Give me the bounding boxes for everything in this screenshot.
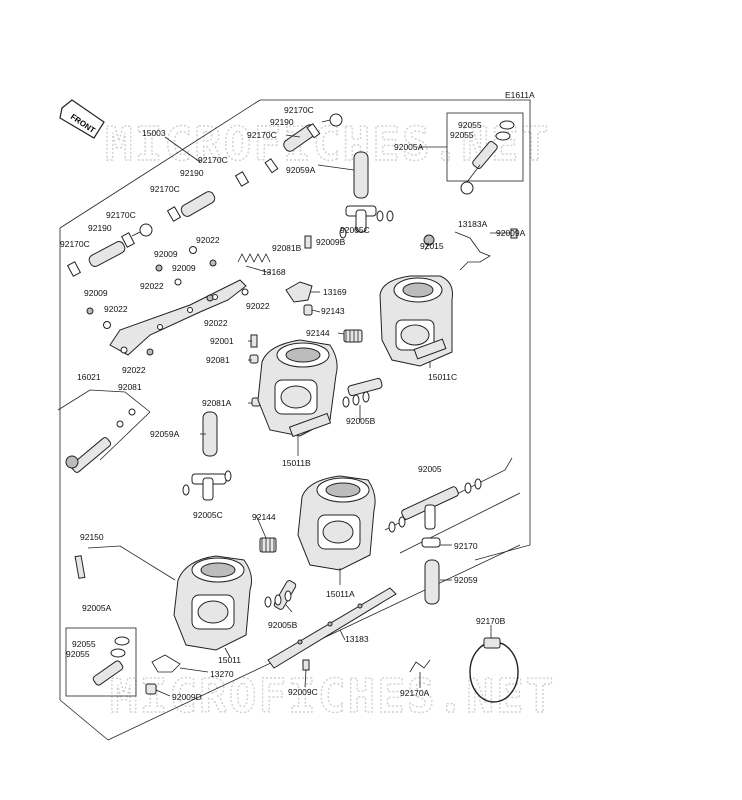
bracket-13270 [145, 654, 310, 695]
label-92009b: 92009B [316, 237, 346, 247]
label-92170: 92170 [454, 541, 478, 551]
label-92081-2: 92081 [118, 382, 142, 392]
fuel-hose-upper-left [66, 223, 153, 277]
label-92055-1: 92055 [458, 120, 482, 130]
carburetor-15011b [257, 339, 338, 438]
label-92005a-2: 92005A [82, 603, 112, 613]
label-92005a-1: 92005A [394, 142, 424, 152]
fitting-box-top [446, 112, 524, 183]
label-13183: 13183 [345, 634, 369, 644]
fitting-92005b-upper [342, 377, 383, 408]
linkage-bar-13183 [267, 587, 397, 669]
label-15003: 15003 [142, 128, 166, 138]
label-92005c-2: 92005C [193, 510, 223, 520]
label-92009d: 92009D [172, 692, 202, 702]
diagram-code: E1611A [505, 90, 535, 100]
label-92009c: 92009C [288, 687, 318, 697]
label-92170c-6: 92170C [60, 239, 90, 249]
label-92170a: 92170A [400, 688, 430, 698]
label-92059a-1: 92059A [286, 165, 316, 175]
front-arrow-icon: FRONT [59, 99, 105, 139]
label-92001: 92001 [210, 336, 234, 346]
label-92144-1: 92144 [306, 328, 330, 338]
spring-92144-lower [259, 537, 277, 553]
fuel-hose-upper-middle [166, 171, 250, 222]
fitting-box-bottom [65, 627, 137, 697]
label-13168: 13168 [262, 267, 286, 277]
label-92170c-5: 92170C [106, 210, 136, 220]
label-15011: 15011 [218, 655, 241, 665]
label-92059a-2: 92059A [150, 429, 180, 439]
carburetor-15011 [173, 555, 252, 651]
label-92009-3: 92009 [84, 288, 108, 298]
label-92009-1: 92009 [154, 249, 178, 259]
label-92005c-1: 92005C [340, 225, 370, 235]
label-92059: 92059 [454, 575, 478, 585]
spring-92081b [237, 253, 271, 263]
part-labels: 15003 92170C 92190 92170C 92170C 92190 9… [60, 105, 526, 702]
label-16021: 16021 [77, 372, 101, 382]
label-92170c-1: 92170C [284, 105, 314, 115]
sensor-16021-box [57, 389, 151, 473]
label-92170c-4: 92170C [150, 184, 180, 194]
label-15011b: 15011B [282, 458, 311, 468]
clip-13183a [454, 231, 491, 271]
label-92022-3: 92022 [246, 301, 270, 311]
label-92005b-1: 92005B [346, 416, 376, 426]
label-92170c-2: 92170C [247, 130, 277, 140]
label-92015: 92015 [420, 241, 444, 251]
label-92005: 92005 [418, 464, 442, 474]
clip-92170a [409, 659, 431, 673]
label-92055-4: 92055 [66, 649, 90, 659]
label-92009-2: 92009 [172, 263, 196, 273]
label-92022-2: 92022 [140, 281, 164, 291]
label-92022-6: 92022 [122, 365, 146, 375]
label-13169: 13169 [323, 287, 347, 297]
label-13183a: 13183A [458, 219, 488, 229]
label-92170b: 92170B [476, 616, 506, 626]
label-15011a: 15011A [326, 589, 355, 599]
fitting-92005b-lower [264, 580, 297, 610]
bracket-13169 [285, 281, 313, 303]
label-92150: 92150 [80, 532, 104, 542]
carburetor-15011a [297, 475, 376, 571]
label-92055-2: 92055 [450, 130, 474, 140]
band-clamp-92170b [469, 628, 519, 703]
label-15011c: 15011C [428, 372, 457, 382]
label-92022-1: 92022 [196, 235, 220, 245]
label-92170c-3: 92170C [198, 155, 228, 165]
label-92081-1: 92081 [206, 355, 230, 365]
label-92022-4: 92022 [104, 304, 128, 314]
leader-lines [155, 134, 511, 697]
label-92005b-2: 92005B [268, 620, 298, 630]
fuel-tube-middle [182, 411, 232, 501]
label-92081a: 92081A [202, 398, 232, 408]
label-92022-5: 92022 [204, 318, 228, 328]
fuel-hose-upper-right [264, 113, 343, 174]
carburetor-15011c [379, 275, 453, 367]
assembly-frame [59, 99, 531, 741]
label-92055-3: 92055 [72, 639, 96, 649]
spring-92144-upper [343, 329, 363, 343]
fuel-tube-top [339, 151, 394, 239]
label-13270: 13270 [210, 669, 234, 679]
washers-cluster [86, 234, 435, 356]
label-92009a: 92009A [496, 228, 526, 238]
label-92190-2: 92190 [180, 168, 204, 178]
label-92190-1: 92190 [270, 117, 294, 127]
label-92081b: 92081B [272, 243, 302, 253]
label-92143: 92143 [321, 306, 345, 316]
fitting-92005 [384, 457, 521, 605]
label-92144-2: 92144 [252, 512, 276, 522]
label-92190-3: 92190 [88, 223, 112, 233]
